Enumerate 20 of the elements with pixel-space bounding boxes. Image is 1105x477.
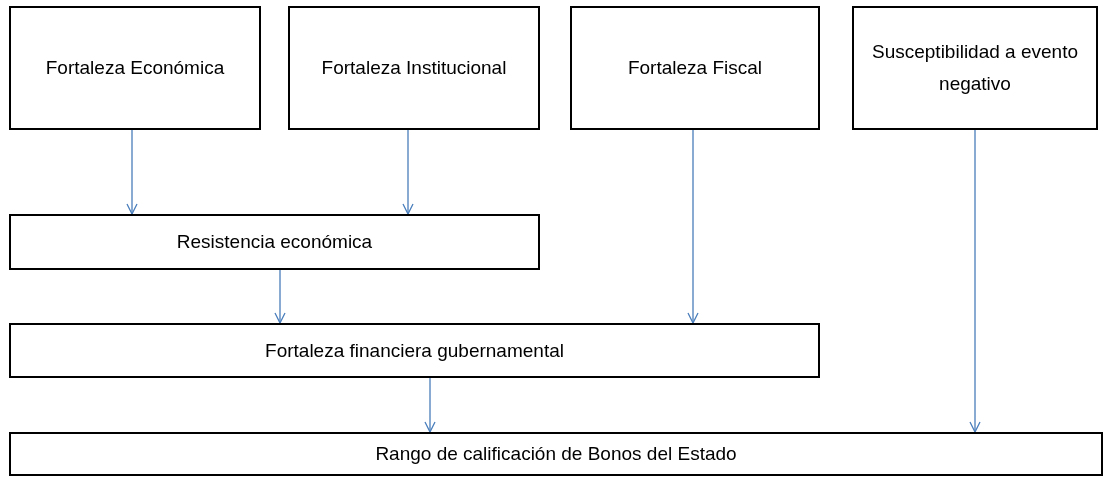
box-label: Resistencia económica [175,230,374,254]
box-label: Fortaleza financiera gubernamental [264,338,565,363]
arrow [274,269,286,324]
process-box [9,323,820,378]
box-label: Susceptibilidad a evento negativo [871,40,1079,96]
box-label: Fortaleza Institucional [320,56,508,80]
process-box [9,6,261,130]
box-label: Rango de calificación de Bonos del Estado [374,442,738,466]
process-box [570,6,820,130]
arrow [424,377,436,433]
process-box [852,6,1098,130]
arrow [126,129,138,215]
process-box [288,6,540,130]
arrow [969,129,981,433]
box-label: Fortaleza Fiscal [626,56,764,80]
process-box [9,214,540,270]
box-label: Fortaleza Económica [44,56,226,80]
arrow [687,129,699,324]
arrow [402,129,414,215]
process-box [9,432,1103,476]
